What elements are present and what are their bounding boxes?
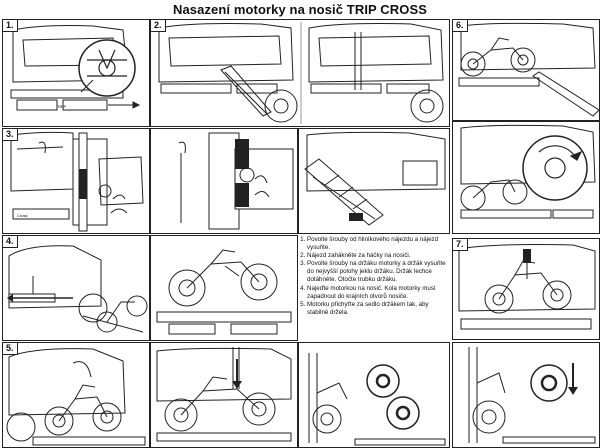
instructions-block: Povolte šrouby od hliníkového nájezdu a … [298, 236, 448, 317]
instruction-item: Najeďte motorkou na nosič. Kola motorky … [307, 285, 448, 301]
final-lock-illustration [468, 347, 596, 444]
step-number: 6. [453, 20, 468, 32]
plate-label: Cross [17, 213, 27, 218]
step-number: 1. [3, 20, 18, 32]
instruction-item: Nájezd zahákněte za háčky na nosiči. [307, 252, 448, 260]
step-number: 5. [3, 343, 18, 355]
car-rear-hitch-illustration: TRIP [10, 25, 141, 111]
panel-step-6b [452, 121, 600, 234]
page-title: Nasazení motorky na nosič TRIP CROSS [172, 2, 428, 17]
panel-step-3c [298, 128, 450, 234]
secure-seat-illustration [6, 348, 146, 446]
panel-step-6: 6. [452, 19, 600, 121]
pointer-arrow [80, 79, 94, 93]
panel-step-7: 7. [452, 238, 600, 340]
ride-bike-up-illustration [7, 245, 148, 333]
knob-detail-top [366, 364, 400, 398]
wheel-lock-illustration [460, 124, 596, 219]
instruction-item: Motorku přichyťte za sedlo držákem tak, … [307, 301, 448, 317]
panel-step-4: 4. [2, 235, 150, 341]
panel-step-3b [150, 128, 298, 234]
panel-step-5b [150, 342, 298, 448]
panel-step-5c [298, 342, 450, 448]
step-number: 7. [453, 239, 468, 251]
bike-on-ramp-illustration [458, 22, 599, 117]
step-number: 2. [151, 20, 166, 32]
holder-loosen-illustration: Cross [10, 131, 144, 232]
holder-lower-illustration [156, 347, 292, 442]
panel-step-5: 5. [2, 342, 150, 448]
step-number: 3. [3, 129, 18, 141]
panel-step-7b [452, 342, 600, 448]
ramp-hook-illustration [304, 131, 446, 226]
bike-on-carrier-illustration [156, 249, 292, 335]
bike-secured-illustration [458, 244, 596, 330]
ramp-attach-illustration [158, 22, 444, 124]
panel-step-2: 2. [150, 19, 450, 127]
instructions-list: Povolte šrouby od hliníkového nájezdu a … [298, 236, 448, 317]
step-number: 4. [3, 236, 18, 248]
holder-turn-illustration [178, 132, 294, 230]
knob-detail [530, 364, 568, 402]
panel-step-1: 1. TRIP [2, 19, 150, 127]
panel-step-4b [150, 235, 298, 341]
instruction-item: Povolte šrouby od hliníkového nájezdu a … [307, 236, 448, 252]
panel-step-3a: 3. Cross [2, 128, 150, 234]
instruction-item: Povolte šrouby na držáku motorky a držák… [307, 260, 448, 284]
plate-label: TRIP [57, 104, 66, 109]
tighten-knobs-illustration [308, 353, 446, 446]
knob-detail-bottom [386, 396, 420, 430]
